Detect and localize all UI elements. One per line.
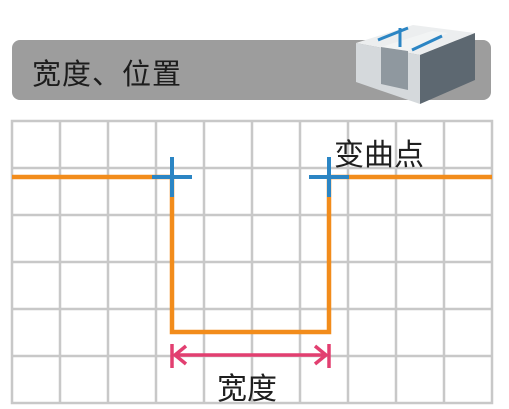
header-title: 宽度、位置	[32, 57, 183, 91]
lane-path	[12, 174, 492, 335]
grid	[10, 119, 494, 405]
bend-point-marker-right	[309, 157, 349, 197]
width-dimension-arrow	[170, 344, 331, 368]
width-label: 宽度	[217, 372, 277, 407]
u-channel-block-icon	[356, 25, 475, 104]
bend-point-marker-left	[152, 157, 192, 197]
bend-point-label: 变曲点	[334, 138, 424, 173]
block-marker-line	[377, 26, 409, 42]
block-marker-line	[411, 34, 443, 52]
